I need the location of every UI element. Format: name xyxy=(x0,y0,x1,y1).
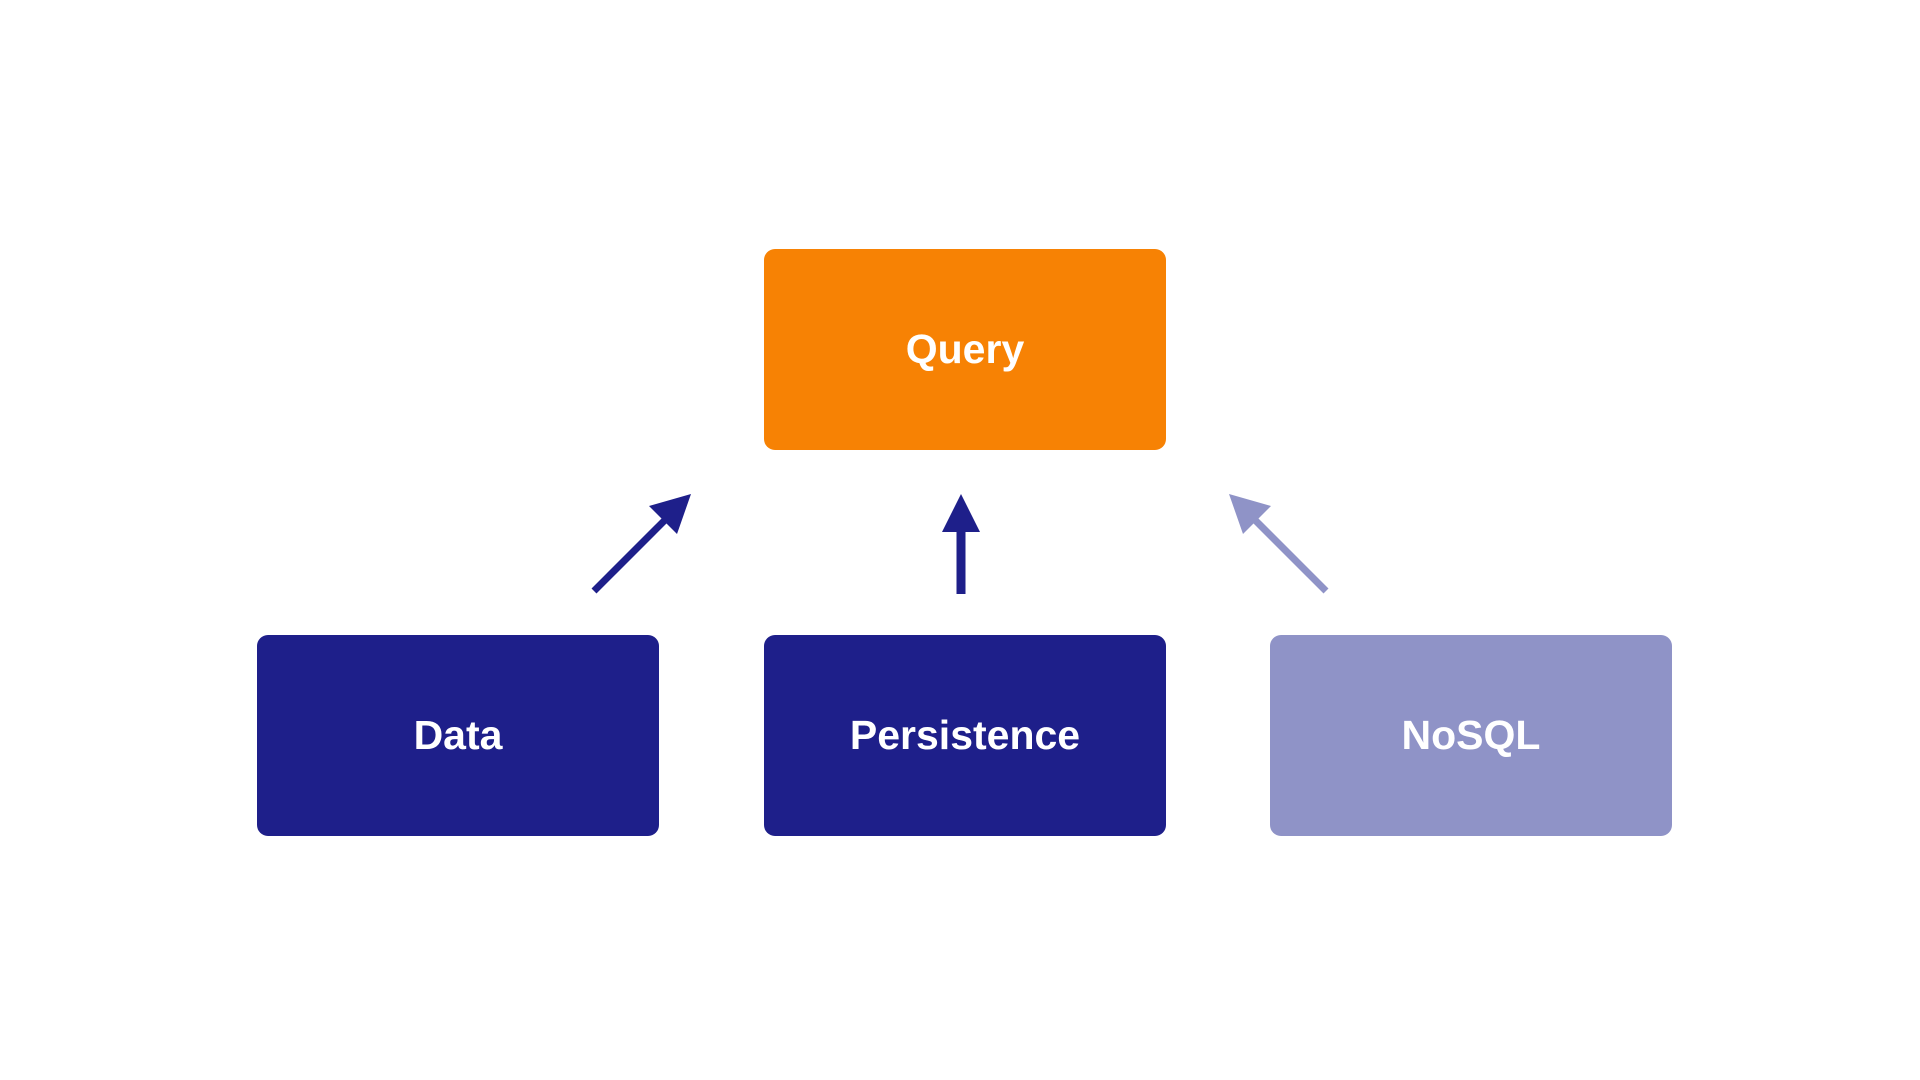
data-label: Data xyxy=(413,712,503,758)
query-label: Query xyxy=(905,326,1025,372)
data-box: Data xyxy=(257,635,659,836)
arrow-data-to-query xyxy=(591,494,691,594)
arrow-persistence-to-query xyxy=(942,494,980,594)
persistence-label: Persistence xyxy=(849,712,1081,758)
nosql-label: NoSQL xyxy=(1401,712,1541,758)
arrow-nosql-to-query xyxy=(1229,494,1329,594)
persistence-box: Persistence xyxy=(764,635,1166,836)
nosql-box: NoSQL xyxy=(1270,635,1672,836)
query-box: Query xyxy=(764,249,1166,450)
